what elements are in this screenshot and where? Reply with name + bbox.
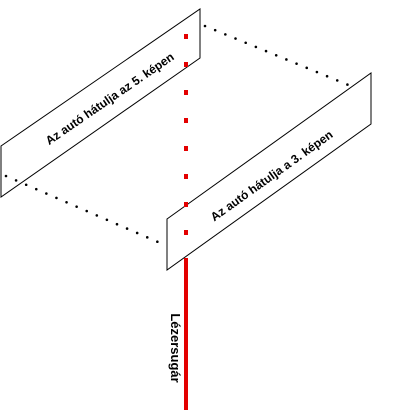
connector-dots-top xyxy=(203,24,365,93)
panel-rear-5-label: Az autó hátulja az 5. képen xyxy=(43,50,177,148)
panel-rear-3 xyxy=(166,72,372,271)
panel-rear-5 xyxy=(0,8,201,198)
laser-beam-label: Lézersugár xyxy=(168,313,183,382)
connector-dots-bottom xyxy=(4,174,160,244)
